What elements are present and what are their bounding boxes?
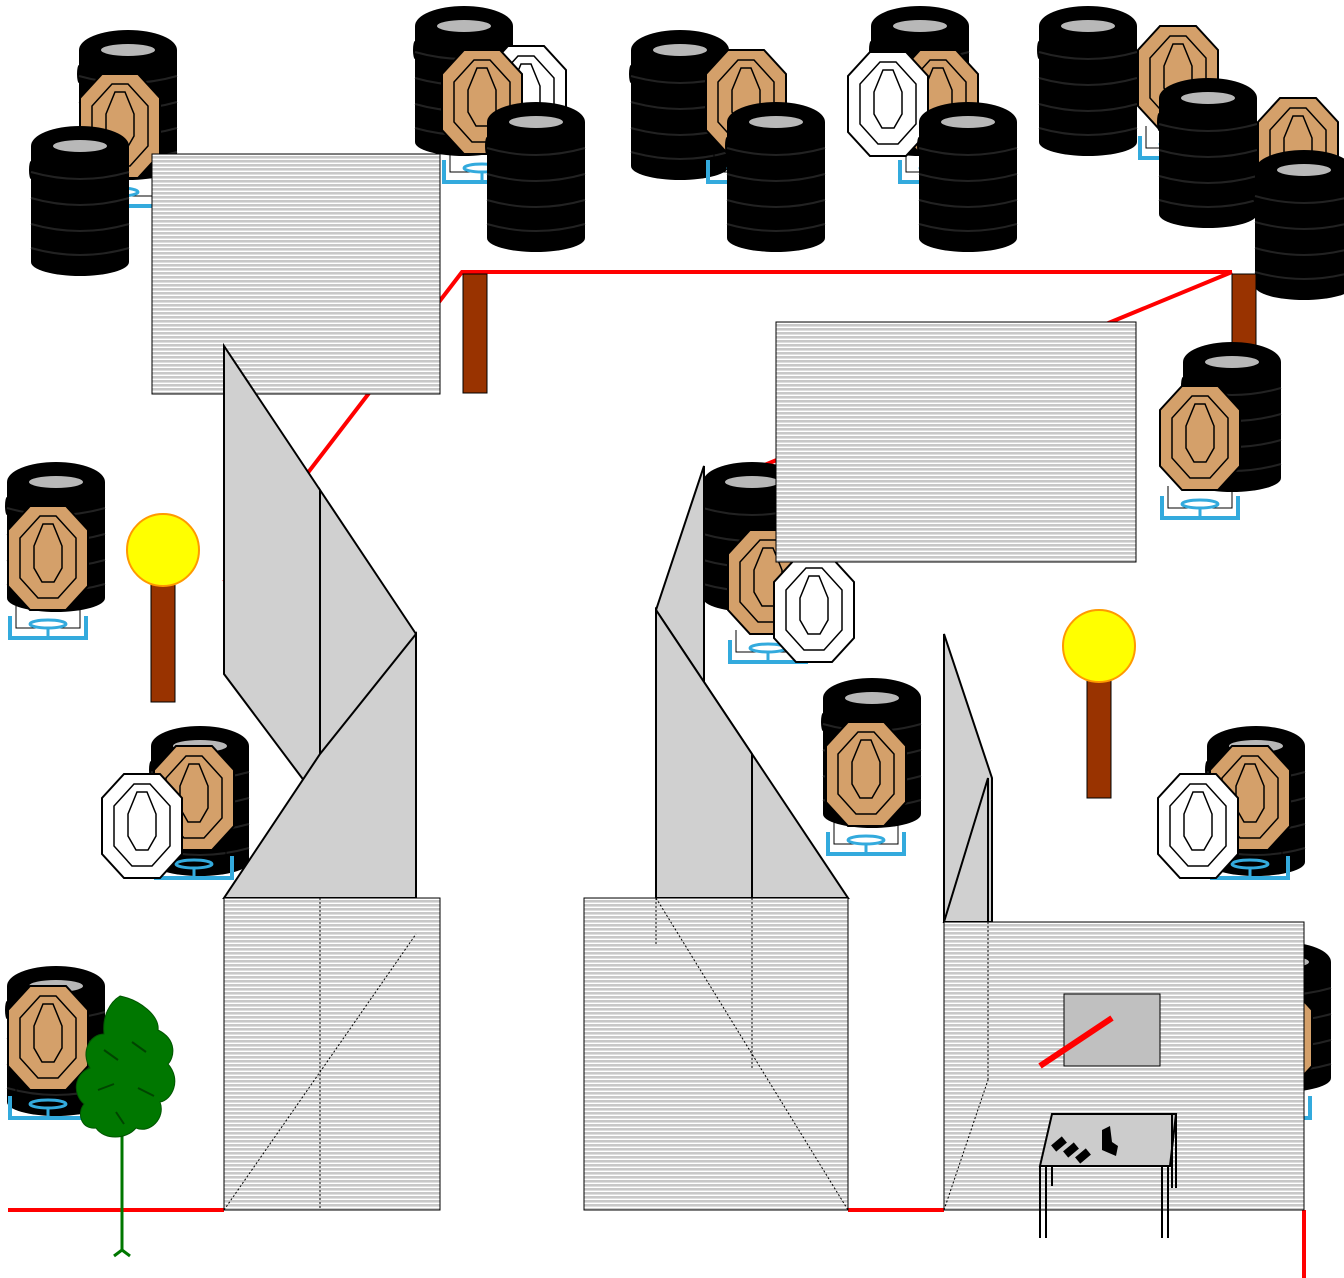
tire-stack-icon	[1252, 149, 1344, 301]
tire-stack-icon	[1156, 77, 1258, 229]
target-array-right-lower	[1157, 725, 1306, 880]
cardboard-target-icon	[824, 720, 908, 856]
barricade-wall-icon	[583, 897, 849, 1211]
tree-icon	[75, 995, 176, 1258]
post-icon	[462, 273, 488, 394]
cardboard-target-icon	[6, 504, 90, 640]
hidden-edge	[655, 897, 849, 1211]
no-shoot-target-icon	[773, 557, 855, 663]
no-shoot-target-icon	[101, 773, 183, 879]
tire-stack-icon	[916, 101, 1018, 253]
cardboard-target-icon	[1158, 384, 1242, 520]
light-pole-icon	[126, 513, 200, 703]
left-barricade-group	[222, 342, 417, 899]
light-pole-icon	[1062, 609, 1136, 799]
tire-stack-icon	[1036, 5, 1138, 157]
target-array-center-lower	[820, 677, 922, 856]
target-array-right-middle	[1158, 341, 1282, 520]
table-icon	[1038, 1113, 1178, 1238]
target-array-top-right	[1036, 5, 1344, 301]
target-array-top-mid	[628, 29, 826, 253]
tire-stack-icon	[28, 125, 130, 277]
hidden-edge	[943, 922, 989, 1211]
right-barricade-group	[942, 633, 993, 923]
barricade-wall-icon	[151, 153, 441, 395]
hidden-edge	[223, 898, 417, 1211]
center-barricade-group	[655, 465, 850, 901]
pistol-icon	[1102, 1126, 1118, 1156]
tire-stack-icon	[724, 101, 826, 253]
no-shoot-target-icon	[1157, 773, 1239, 879]
wall-port	[1063, 993, 1161, 1067]
no-shoot-target-icon	[847, 51, 929, 157]
target-array-top-right-center	[847, 5, 1018, 253]
fault-line-icon	[1038, 1015, 1114, 1069]
target-array-left-upper	[4, 461, 106, 640]
magazine-icon	[1051, 1136, 1091, 1164]
tire-stack-icon	[484, 101, 586, 253]
barricade-wall-icon	[775, 321, 1137, 563]
target-array-left-middle	[101, 725, 250, 880]
